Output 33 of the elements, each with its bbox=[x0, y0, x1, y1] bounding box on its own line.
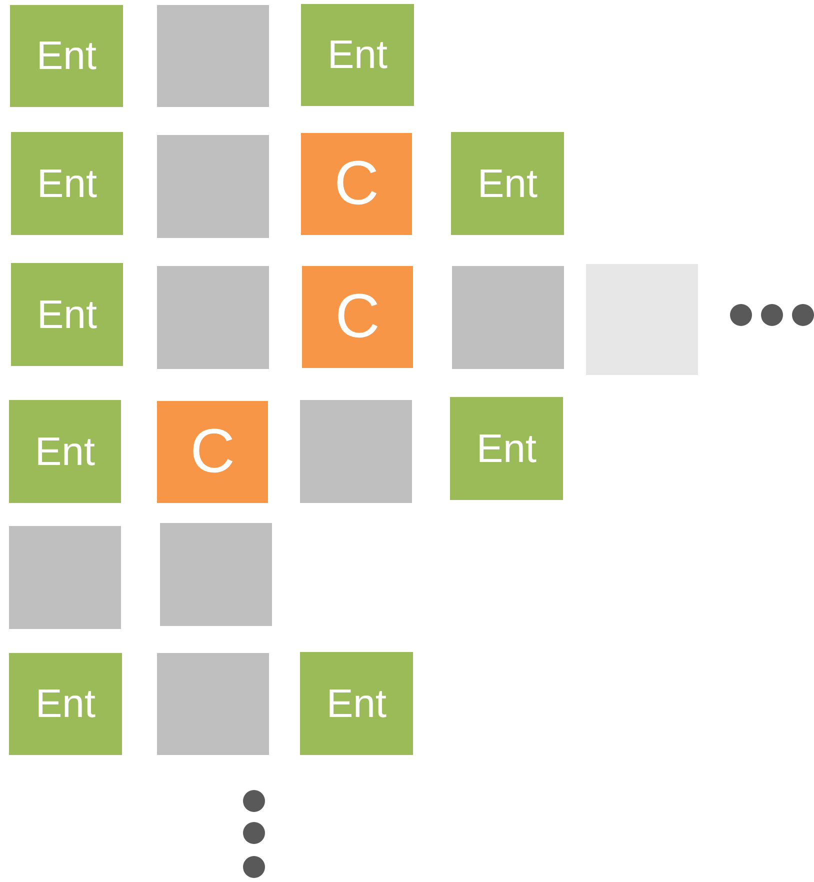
cell-box bbox=[450, 397, 563, 500]
empty-box bbox=[160, 523, 272, 626]
empty-box bbox=[300, 400, 412, 503]
cell-box bbox=[10, 5, 123, 107]
cell-box bbox=[9, 400, 121, 503]
cell-label: C bbox=[190, 421, 235, 483]
cell-box bbox=[300, 652, 413, 755]
cell-label: Ent bbox=[327, 35, 388, 75]
cell-label: C bbox=[335, 286, 380, 348]
cell-box bbox=[301, 4, 414, 106]
empty-box bbox=[586, 264, 698, 375]
cell-label: Ent bbox=[34, 432, 96, 472]
empty-box bbox=[157, 266, 269, 369]
empty-box bbox=[9, 526, 121, 629]
cell-box bbox=[301, 133, 412, 235]
empty-box bbox=[157, 135, 269, 238]
cell-box bbox=[302, 266, 413, 368]
cell-label: Ent bbox=[36, 294, 98, 334]
cell-box bbox=[11, 132, 123, 235]
empty-box bbox=[452, 266, 564, 369]
cell-box bbox=[451, 132, 564, 235]
cell-label: C bbox=[334, 153, 379, 215]
cell-label: Ent bbox=[36, 36, 97, 76]
cell-box bbox=[157, 401, 268, 503]
empty-box bbox=[157, 5, 269, 107]
cell-box bbox=[9, 653, 122, 755]
cell-label: Ent bbox=[476, 428, 537, 468]
cell-label: Ent bbox=[326, 684, 387, 724]
cell-box bbox=[11, 263, 123, 366]
empty-box bbox=[157, 653, 269, 755]
cell-label: Ent bbox=[36, 164, 98, 204]
cell-label: Ent bbox=[477, 164, 538, 204]
cell-label: Ent bbox=[35, 684, 96, 724]
